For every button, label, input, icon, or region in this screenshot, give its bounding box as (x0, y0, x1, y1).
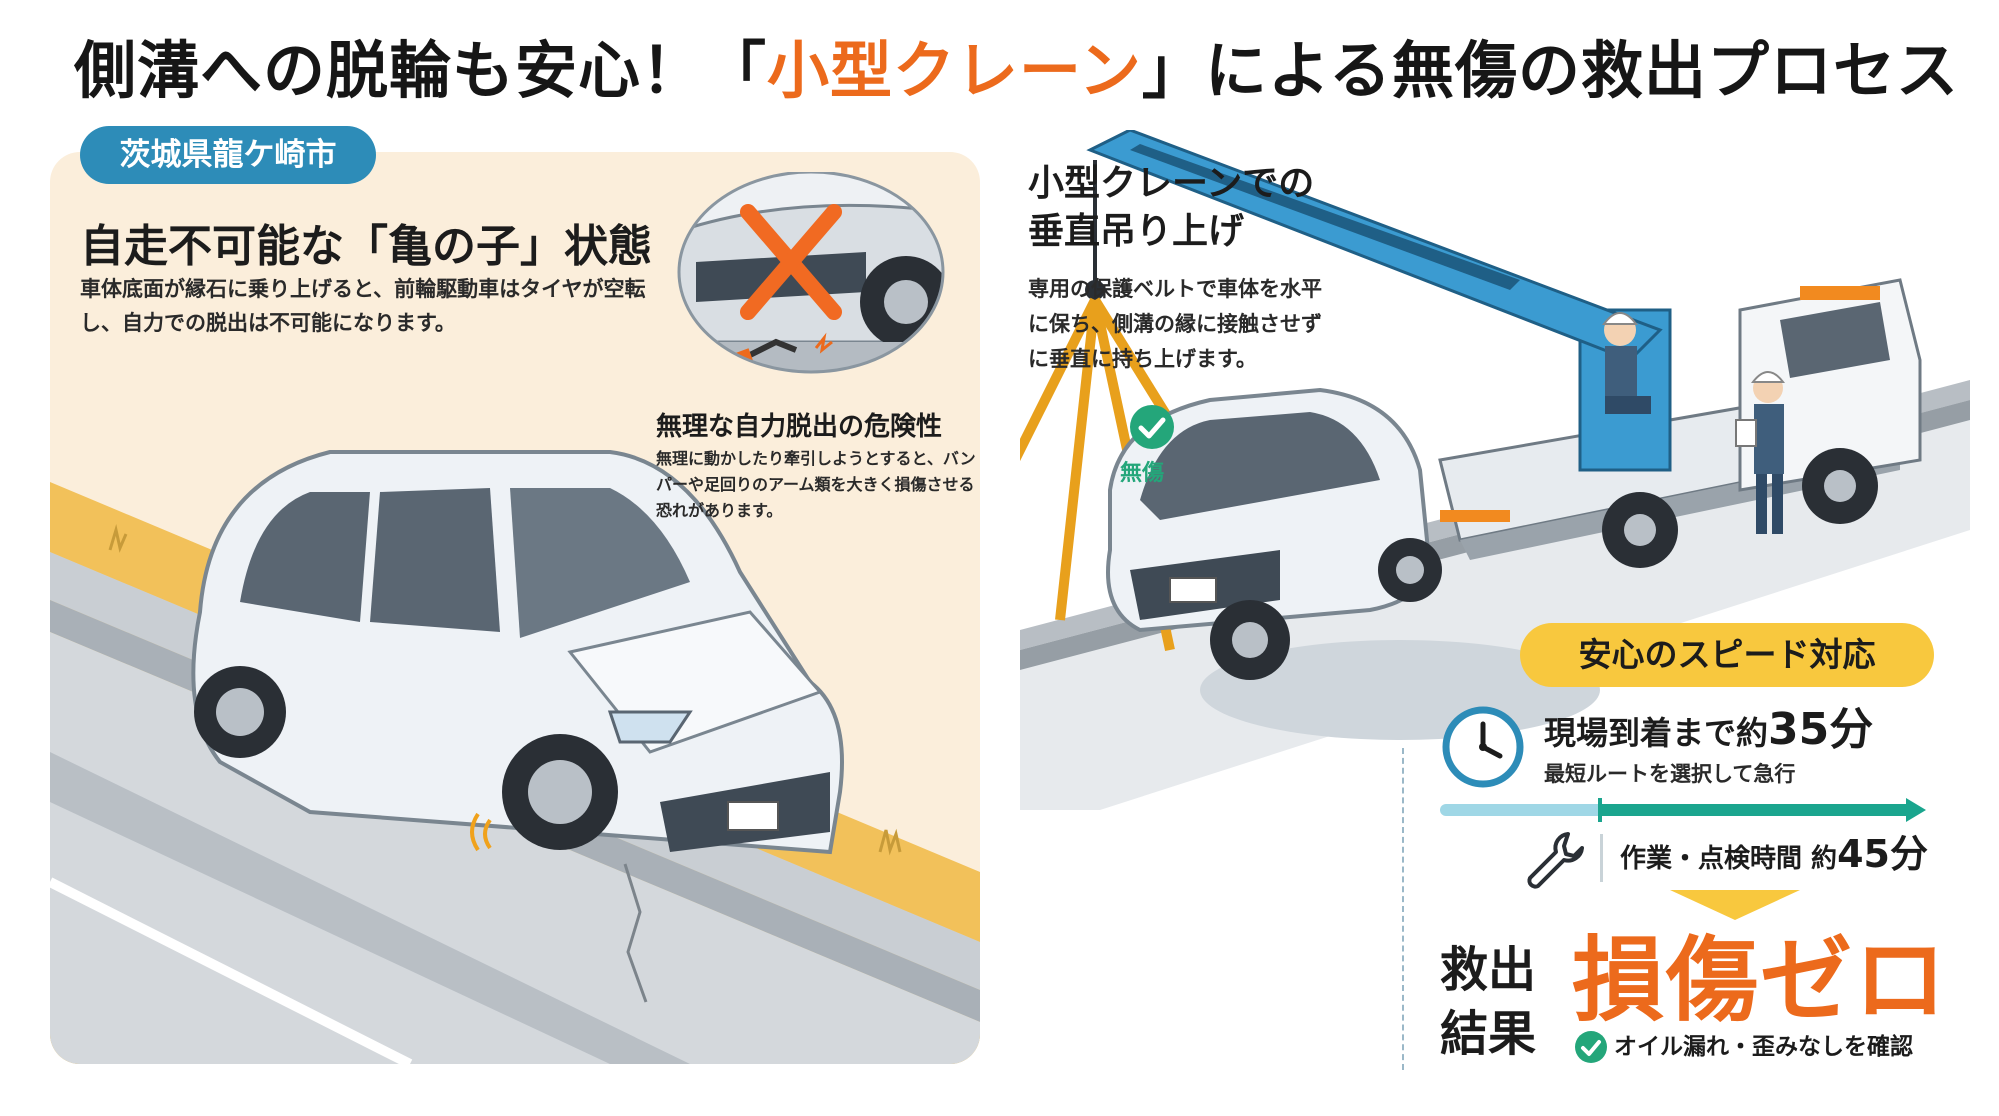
down-arrow-icon (1670, 890, 1800, 920)
clock-icon (1442, 706, 1524, 788)
result-main: 損傷ゼロ (1572, 927, 1949, 1034)
worker-kneeling (1602, 312, 1651, 414)
result-label: 救出結果 (1440, 942, 1537, 1062)
arrival-prefix: 現場到着まで約 (1544, 714, 1769, 752)
danger-heading: 無理な自力脱出の危険性 (656, 412, 943, 442)
cross-mark-icon (740, 204, 842, 320)
result-sub: オイル漏れ・歪みなしを確認 (1614, 1034, 1913, 1060)
arrival-sub: 最短ルートを選択して急行 (1544, 762, 1796, 786)
title-highlight: 小型クレーン (767, 34, 1142, 107)
stuck-text: 車体底面が縁石に乗り上げると、前輪駆動車はタイヤが空転し、自力での脱出は不可能に… (80, 277, 646, 335)
arrival-time: 現場到着まで約35分 (1544, 706, 1873, 757)
crane-heading-line2: 垂直吊り上げ (1028, 211, 1245, 252)
no-damage-label: 無傷 (1120, 461, 1165, 486)
work-time: 作業・点検時間 約45分 (1620, 830, 1928, 883)
crane-heading-line1: 小型クレーンでの (1028, 163, 1315, 204)
check-circle-icon (1130, 405, 1174, 449)
speed-pill: 安心のスピード対応 (1520, 623, 1934, 687)
work-divider (1600, 834, 1603, 882)
crane-lift-illustration (1020, 130, 1970, 810)
arrival-value: 35分 (1768, 704, 1874, 755)
work-prefix: 作業・点検時間 約 (1620, 844, 1838, 874)
wrench-icon (1527, 832, 1584, 889)
lifted-car (1106, 387, 1442, 680)
title-suffix: 」による無傷の救出プロセス (1141, 34, 1960, 107)
worker-standing (1735, 371, 1786, 534)
page-title: 側溝への脱輪も安心！「小型クレーン」による無傷の救出プロセス (74, 26, 1958, 116)
stuck-car-illustration (50, 450, 980, 1064)
time-progress-bar (1440, 798, 1926, 822)
crane-heading: 小型クレーンでの 垂直吊り上げ (1028, 160, 1314, 256)
work-value: 45分 (1837, 832, 1928, 876)
title-prefix: 側溝への脱輪も安心！「 (74, 34, 768, 107)
check-circle-icon (1575, 1031, 1607, 1063)
danger-text: 無理に動かしたり牽引しようとすると、バンパーや足回りのアーム類を大きく損傷させる… (656, 449, 976, 520)
timeline-divider (1402, 748, 1404, 1070)
stuck-heading: 自走不可能な「亀の子」状態 (80, 221, 652, 272)
location-badge: 茨城県龍ケ崎市 (80, 126, 376, 184)
stuck-car (191, 450, 844, 855)
danger-inset (677, 172, 945, 374)
crane-text: 専用の保護ベルトで車体を水平に保ち、側溝の縁に接触させずに垂直に持ち上げます。 (1028, 277, 1322, 371)
